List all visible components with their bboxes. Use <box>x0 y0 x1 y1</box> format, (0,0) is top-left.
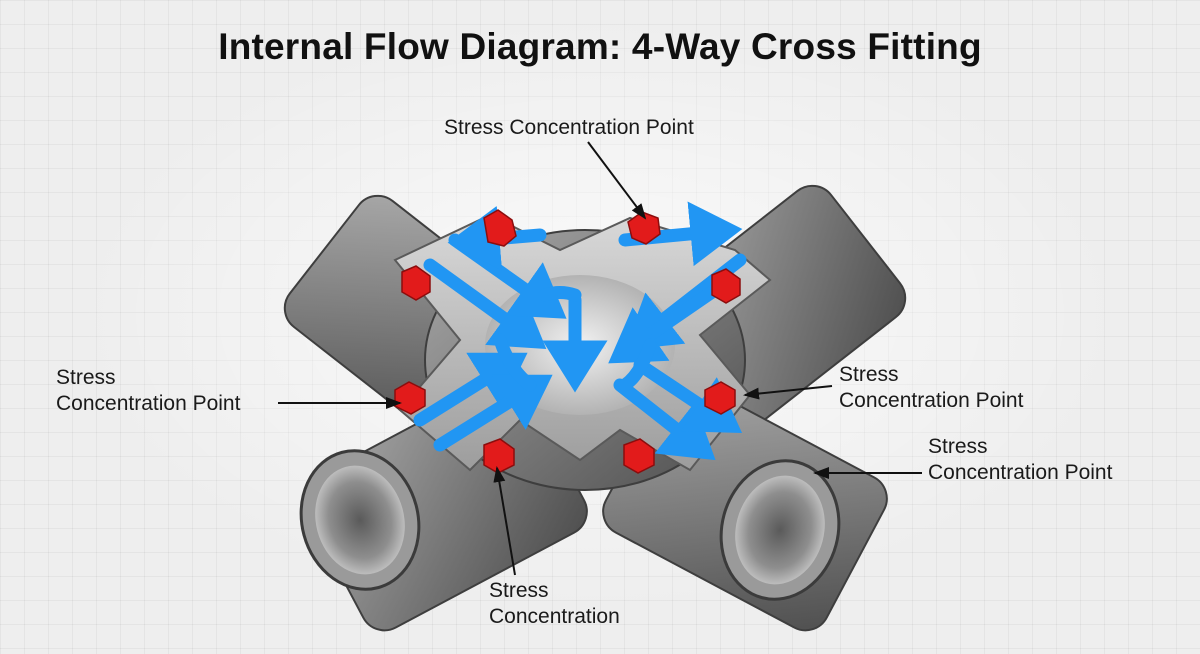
bore-bottom-left <box>315 465 405 575</box>
stress-marker-icon <box>483 438 515 474</box>
label-stress-right-mid: Stress Concentration Point <box>839 362 1023 414</box>
flow-arrow-icon <box>423 258 547 350</box>
flow-arrow-icon <box>633 358 743 434</box>
label-stress-right-mid-line1: Stress <box>839 363 899 386</box>
bore-bottom-right <box>735 475 825 585</box>
label-stress-right-low: Stress Concentration Point <box>928 434 1112 486</box>
flow-arrow-icon <box>493 333 537 392</box>
flow-arrow-icon <box>618 338 657 392</box>
label-stress-bottom-line2: Concentration <box>489 605 620 628</box>
leader-line-top <box>587 141 647 220</box>
flow-arrows <box>413 201 747 461</box>
label-stress-top: Stress Concentration Point <box>444 115 694 141</box>
label-stress-left-line2: Concentration Point <box>56 392 241 415</box>
stress-marker-icon <box>401 265 431 301</box>
flow-arrow-icon <box>608 283 722 364</box>
page-title: Internal Flow Diagram: 4-Way Cross Fitti… <box>218 26 982 67</box>
flow-arrow-icon <box>613 378 716 461</box>
label-stress-right-mid-line2: Concentration Point <box>839 389 1024 412</box>
leader-line-bottom <box>493 466 516 576</box>
stress-marker-icon <box>623 438 655 474</box>
label-stress-bottom: Stress Concentration <box>489 578 620 630</box>
stress-marker-icon <box>704 381 736 415</box>
leader-lines <box>278 141 922 576</box>
leader-line-right-mid <box>743 385 833 400</box>
label-stress-right-low-line1: Stress <box>928 435 988 458</box>
label-stress-left: Stress Concentration Point <box>56 365 240 417</box>
label-stress-top-line1: Stress Concentration Point <box>444 116 694 139</box>
stress-marker-icon <box>483 209 517 247</box>
flow-arrow-icon <box>413 352 528 427</box>
stress-marker-icon <box>711 268 741 304</box>
label-stress-left-line1: Stress <box>56 366 116 389</box>
flow-arrow-icon <box>538 286 582 302</box>
label-stress-right-low-line2: Concentration Point <box>928 461 1113 484</box>
fitting-body <box>283 184 907 632</box>
flow-arrow-icon <box>433 374 553 452</box>
label-stress-bottom-line1: Stress <box>489 579 549 602</box>
